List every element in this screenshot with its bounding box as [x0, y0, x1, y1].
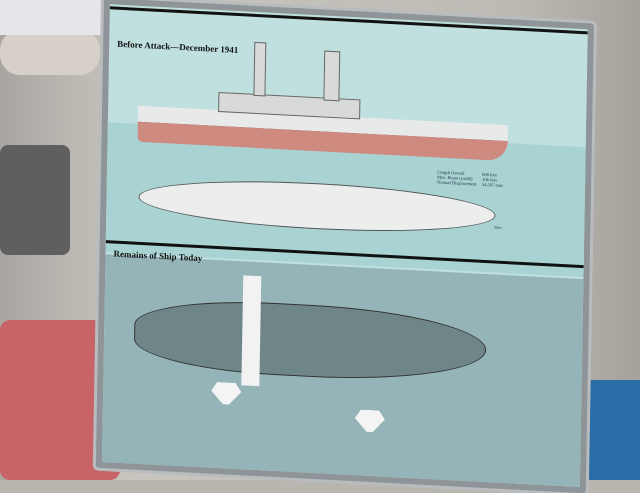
section-title-before-attack: Before Attack—December 1941 [117, 38, 239, 56]
plaque-face: Before Attack—December 1941 Length Overa… [101, 4, 588, 487]
ship-mast-fore [323, 50, 341, 102]
person-shirt-sleeve [0, 0, 115, 35]
memorial-plaque: Before Attack—December 1941 Length Overa… [95, 0, 594, 493]
person-legs [0, 145, 70, 255]
ship-mast-aft [253, 41, 267, 97]
bow-label: Bow [494, 224, 502, 230]
person-hand [0, 30, 100, 75]
memorial-strip [241, 275, 262, 387]
